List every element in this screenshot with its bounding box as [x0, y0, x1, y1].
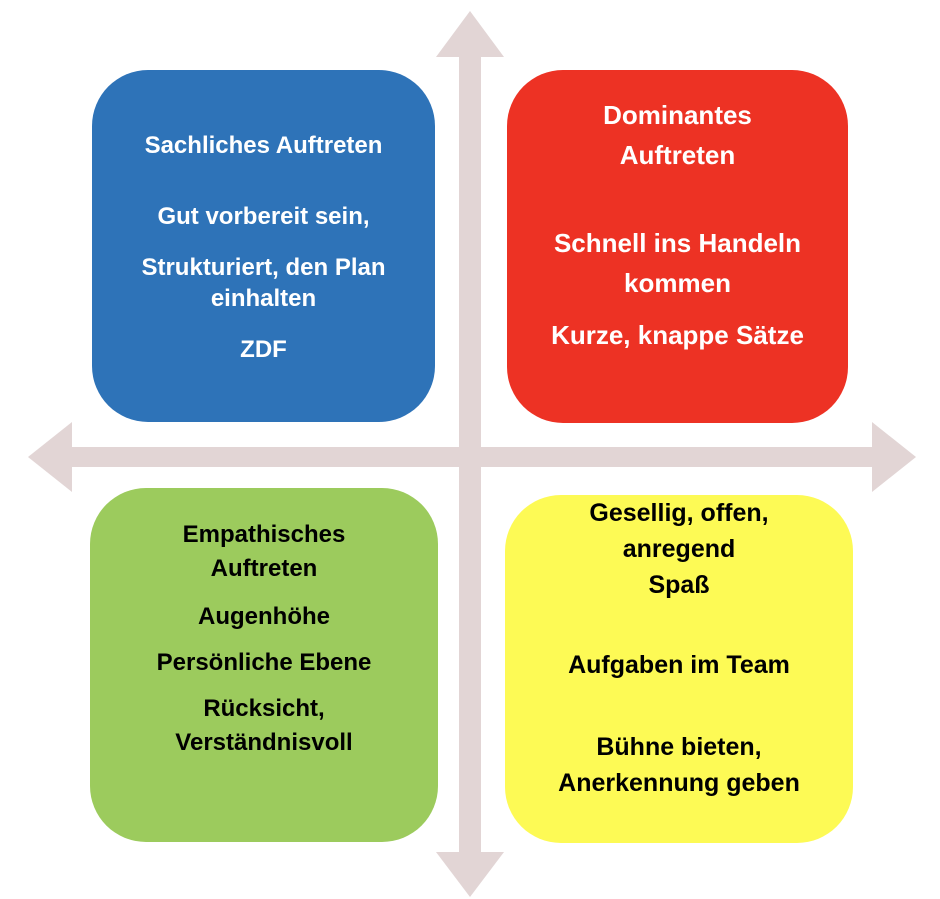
- quadrant-text-line: Spaß: [648, 571, 710, 599]
- quadrant-text-line: Aufgaben im Team: [568, 651, 790, 679]
- quadrant-text-line: Kurze, knappe Sätze: [551, 320, 804, 350]
- quadrant-title: Auftreten: [619, 140, 736, 170]
- quadrant-title: Empathisches: [182, 521, 346, 548]
- quadrant-empathisches-auftreten: Empathisches Auftreten Augenhöhe Persönl…: [90, 488, 438, 842]
- quadrant-title: Gesellig, offen,: [589, 499, 769, 527]
- quadrant-title: anregend: [622, 535, 736, 563]
- quadrant-title: Dominantes: [603, 100, 752, 130]
- quadrant-text-line: Schnell ins Handeln: [553, 228, 802, 258]
- quadrant-text-line: Bühne bieten,: [596, 733, 762, 761]
- quadrant-text-line: Strukturiert, den Plan: [141, 254, 386, 281]
- quadrant-text-line: Gut vorbereit sein,: [157, 203, 370, 230]
- right-arrow-icon: [872, 422, 916, 492]
- quadrant-text-line: Persönliche Ebene: [156, 649, 372, 676]
- quadrant-text-line: kommen: [624, 268, 731, 298]
- quadrant-dominantes-auftreten: Dominantes Auftreten Schnell ins Handeln…: [507, 70, 848, 423]
- down-arrow-icon: [436, 852, 504, 897]
- quadrant-text-line: Anerkennung geben: [558, 769, 800, 797]
- quadrant-text-line: ZDF: [240, 336, 287, 363]
- quadrant-text-line: Verständnisvoll: [175, 729, 353, 756]
- quadrant-text-line: einhalten: [210, 285, 317, 312]
- quadrant-text-line: Rücksicht,: [203, 695, 325, 722]
- quadrant-text-line: Augenhöhe: [198, 603, 330, 630]
- left-arrow-icon: [28, 422, 72, 492]
- quadrant-title: Auftreten: [210, 555, 318, 582]
- horizontal-axis: [66, 447, 874, 467]
- up-arrow-icon: [436, 11, 504, 57]
- quadrant-gesellig-offen: Gesellig, offen, anregend Spaß Aufgaben …: [505, 495, 853, 843]
- quadrant-title: Sachliches Auftreten: [144, 132, 383, 159]
- quadrant-sachliches-auftreten: Sachliches Auftreten Gut vorbereit sein,…: [92, 70, 435, 422]
